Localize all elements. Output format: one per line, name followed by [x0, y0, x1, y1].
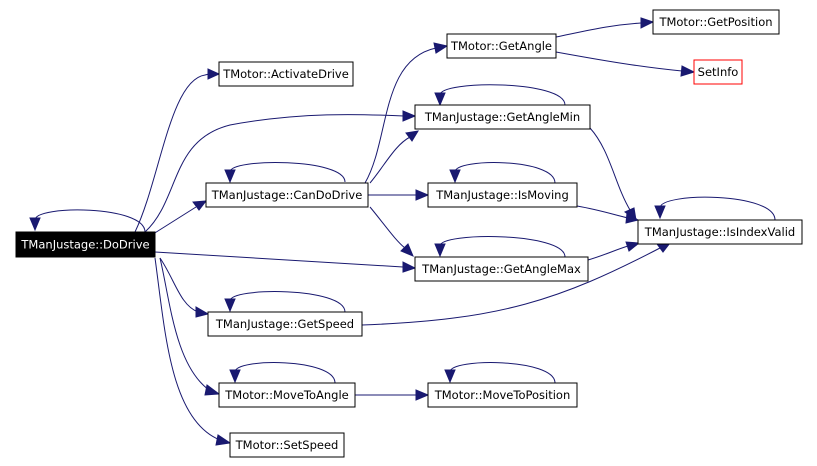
arrow-getanglemax-isindexvalid	[625, 241, 641, 252]
edge-getangle-getposition	[555, 22, 642, 38]
node-setinfo[interactable]: SetInfo	[693, 59, 743, 85]
edge-ismoving-isindexvalid	[576, 205, 629, 219]
edge-getangle-setinfo	[555, 51, 683, 72]
edge-getanglemax-isindexvalid	[587, 245, 629, 261]
node-label-getangle: TMotor::GetAngle	[450, 39, 552, 53]
node-getanglemin[interactable]: TManJustage::GetAngleMin	[414, 104, 591, 130]
edge-isindexvalid-self	[659, 196, 776, 221]
node-label-isindexvalid: TManJustage::IsIndexValid	[644, 225, 795, 239]
arrow-candodrive-self	[224, 169, 236, 184]
arrow-getanglemin-self	[434, 92, 446, 107]
arrow-getanglemax-self	[434, 243, 446, 258]
node-label-setinfo: SetInfo	[698, 65, 739, 79]
edge-dodrive-getanglemax	[154, 251, 404, 268]
arrow-dodrive-setspeed	[215, 434, 232, 446]
edge-candodrive-getangle	[364, 47, 437, 184]
arrow-candodrive-getanglemax	[400, 243, 414, 257]
node-label-getspeed: TManJustage::GetSpeed	[215, 317, 354, 331]
arrow-getangle-getposition	[640, 17, 655, 29]
arrow-getspeed-self	[224, 298, 236, 313]
nodes: TManJustage::DoDrive TMotor::ActivateDri…	[15, 9, 803, 458]
edge-candodrive-getanglemax	[369, 206, 406, 249]
arrow-movetoangle-movetoposition	[415, 389, 430, 401]
edge-movetoangle-self	[234, 362, 336, 384]
edge-dodrive-getanglemin	[144, 114, 405, 233]
edge-getspeed-isindexvalid	[361, 247, 661, 326]
node-label-getposition: TMotor::GetPosition	[658, 15, 772, 29]
node-movetoangle[interactable]: TMotor::MoveToAngle	[218, 382, 356, 408]
node-getspeed[interactable]: TManJustage::GetSpeed	[207, 311, 363, 337]
edge-getanglemax-self	[439, 236, 566, 258]
node-getangle[interactable]: TMotor::GetAngle	[446, 33, 557, 59]
edge-dodrive-setspeed	[154, 257, 221, 441]
arrow-dodrive-movetoangle	[204, 384, 221, 396]
arrow-dodrive-self	[29, 217, 41, 232]
arrow-ismoving-self	[449, 169, 461, 184]
arrow-candodrive-ismoving	[415, 189, 430, 201]
node-label-candodrive: TManJustage::CanDoDrive	[211, 188, 363, 202]
arrow-dodrive-getanglemax	[402, 261, 417, 273]
arrow-dodrive-getspeed	[195, 306, 210, 318]
node-label-ismoving: TManJustage::IsMoving	[435, 188, 569, 202]
edge-dodrive-candodrive	[149, 206, 197, 237]
node-label-setspeed: TMotor::SetSpeed	[235, 438, 339, 452]
node-label-movetoposition: TMotor::MoveToPosition	[434, 388, 571, 402]
node-setspeed[interactable]: TMotor::SetSpeed	[229, 432, 345, 458]
arrow-getangle-setinfo	[680, 65, 696, 77]
edges	[29, 17, 776, 446]
arrow-isindexvalid-self	[654, 205, 666, 220]
arrow-ismoving-isindexvalid	[625, 212, 640, 224]
node-label-getanglemin: TManJustage::GetAngleMin	[424, 110, 580, 124]
node-candodrive[interactable]: TManJustage::CanDoDrive	[205, 182, 369, 208]
edge-ismoving-self	[454, 162, 556, 184]
arrow-movetoangle-self	[229, 369, 241, 384]
edge-movetoposition-self	[449, 362, 556, 384]
node-dodrive[interactable]: TManJustage::DoDrive	[15, 231, 156, 258]
edge-candodrive-getanglemin	[369, 136, 411, 184]
node-isindexvalid[interactable]: TManJustage::IsIndexValid	[637, 219, 803, 245]
edge-candodrive-self	[229, 162, 346, 183]
node-getposition[interactable]: TMotor::GetPosition	[652, 9, 780, 35]
node-getanglemax[interactable]: TManJustage::GetAngleMax	[414, 256, 589, 282]
edge-getanglemin-isindexvalid	[589, 127, 631, 211]
node-label-activatedrive: TMotor::ActivateDrive	[222, 67, 349, 81]
node-label-dodrive: TManJustage::DoDrive	[20, 238, 149, 252]
node-label-getanglemax: TManJustage::GetAngleMax	[421, 262, 581, 276]
edge-getspeed-self	[229, 291, 346, 313]
node-label-movetoangle: TMotor::MoveToAngle	[224, 388, 348, 402]
node-ismoving[interactable]: TManJustage::IsMoving	[427, 182, 578, 208]
arrow-dodrive-activatedrive	[207, 68, 221, 80]
node-movetoposition[interactable]: TMotor::MoveToPosition	[427, 382, 578, 408]
edge-getanglemin-self	[439, 84, 566, 106]
arrow-dodrive-candodrive	[192, 200, 208, 211]
arrow-candodrive-getanglemin	[405, 130, 419, 142]
arrow-candodrive-getangle	[433, 42, 449, 54]
arrow-movetoposition-self	[444, 369, 456, 384]
edge-dodrive-getspeed	[159, 257, 199, 313]
node-activatedrive[interactable]: TMotor::ActivateDrive	[218, 61, 354, 87]
edge-dodrive-self	[34, 209, 146, 233]
edge-dodrive-activatedrive	[134, 73, 210, 233]
arrow-dodrive-getanglemin	[402, 110, 417, 122]
edge-dodrive-movetoangle	[159, 257, 210, 391]
